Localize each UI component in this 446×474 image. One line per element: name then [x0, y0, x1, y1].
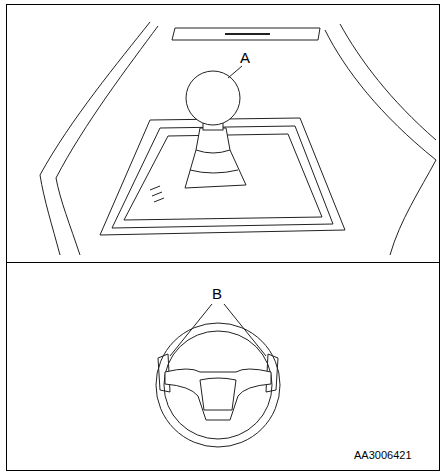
gate-surround	[100, 118, 345, 235]
center-console	[40, 22, 436, 255]
gate-markings	[150, 186, 164, 202]
leader-line	[224, 304, 266, 356]
panel-divider	[7, 262, 440, 263]
wheel-rim	[164, 331, 272, 439]
steering-wheel	[156, 304, 280, 447]
shift-boot	[185, 128, 246, 188]
gate-surround	[112, 126, 333, 228]
leader-line	[228, 66, 242, 78]
leader-line	[170, 304, 212, 356]
tray-slot	[172, 28, 320, 40]
callout-letter: A	[240, 50, 250, 65]
shift-knob	[186, 71, 240, 125]
shift-boot	[196, 150, 230, 153]
wheel-hub	[200, 378, 236, 410]
outer-frame	[7, 5, 440, 471]
console-edge	[56, 26, 158, 178]
console-edge	[325, 30, 436, 160]
console-edge	[390, 160, 436, 255]
wheel-hub	[165, 369, 271, 420]
shift-boot	[190, 170, 238, 173]
console-edge	[340, 24, 436, 140]
wheel-rim	[156, 323, 280, 447]
callout-letter: B	[212, 286, 222, 301]
tray-slot	[225, 33, 270, 35]
console-edge	[40, 22, 150, 175]
figure-code: AA3006421	[354, 450, 412, 461]
console-edge	[40, 175, 60, 255]
console-edge	[56, 178, 80, 255]
